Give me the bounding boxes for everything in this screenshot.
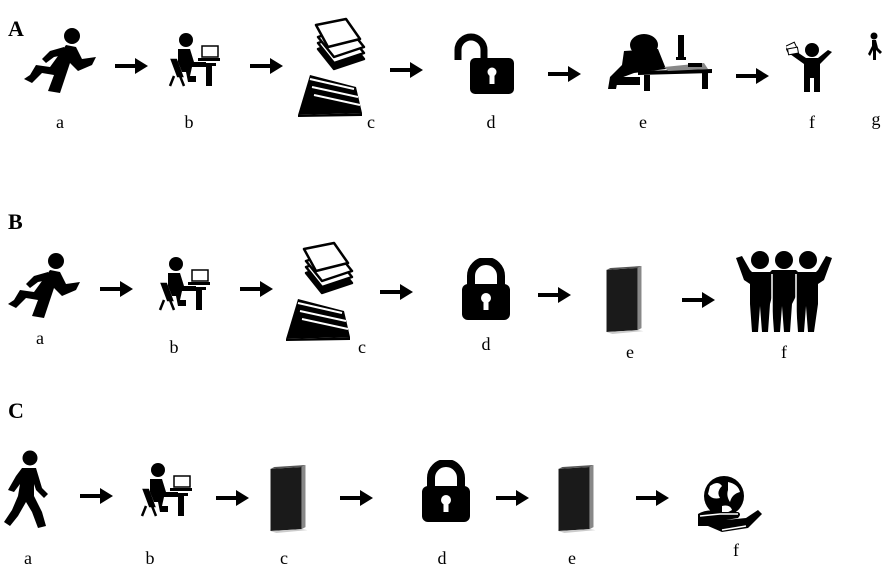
row-label-a: A [8, 16, 24, 41]
step-label: f [781, 342, 787, 362]
globe-in-hand-icon [697, 475, 762, 533]
stack-of-papers-icon [284, 241, 354, 343]
person-at-computer-icon [158, 256, 210, 312]
closed-book-icon [270, 465, 308, 533]
step-label: e [626, 342, 634, 362]
running-person-icon [24, 28, 96, 93]
arrow-icon [390, 62, 423, 78]
arrow-icon [548, 66, 581, 82]
step-label: c [358, 337, 366, 357]
row-a: a b c d e f g [24, 17, 882, 132]
step-label: d [438, 548, 447, 568]
step-label: b [146, 548, 155, 568]
step-label: f [733, 540, 739, 560]
step-label: b [185, 112, 194, 132]
closed-book-icon [606, 266, 644, 334]
row-b: a b c d e f [8, 241, 833, 362]
arrow-icon [538, 287, 571, 303]
tiny-walking-person-icon [868, 32, 882, 60]
arrow-icon [80, 488, 113, 504]
arrow-icon [240, 281, 273, 297]
step-label: d [482, 334, 491, 354]
locked-padlock-icon [422, 463, 470, 522]
step-label: d [487, 112, 496, 132]
person-at-computer-icon [168, 32, 220, 88]
step-label: e [639, 112, 647, 132]
step-label: c [280, 548, 288, 568]
row-c: a b c d e f [4, 450, 762, 568]
arrow-icon [250, 58, 283, 74]
arrow-icon [736, 68, 769, 84]
step-label: b [170, 337, 179, 357]
arrow-icon [682, 292, 715, 308]
step-label: g [872, 109, 881, 129]
arrow-icon [115, 58, 148, 74]
arrow-icon [496, 490, 529, 506]
unlocked-padlock-icon [458, 37, 514, 94]
row-label-b: B [8, 209, 23, 234]
step-label: f [809, 112, 815, 132]
closed-book-icon [558, 465, 596, 533]
person-holding-money-icon [786, 41, 833, 93]
step-label: a [56, 112, 64, 132]
group-of-people-icon [735, 250, 833, 332]
walking-person-icon [4, 450, 48, 528]
stack-of-papers-icon [296, 17, 366, 119]
person-at-computer-icon [140, 462, 192, 518]
step-label: e [568, 548, 576, 568]
arrow-icon [100, 281, 133, 297]
arrow-icon [216, 490, 249, 506]
person-slumped-at-desk-icon [608, 34, 712, 91]
arrow-icon [380, 284, 413, 300]
step-label: c [367, 112, 375, 132]
step-label: a [36, 328, 44, 348]
step-label: a [24, 548, 32, 568]
locked-padlock-icon [462, 261, 510, 320]
arrow-icon [636, 490, 669, 506]
running-person-icon [8, 253, 80, 318]
arrow-icon [340, 490, 373, 506]
row-label-c: C [8, 398, 24, 423]
